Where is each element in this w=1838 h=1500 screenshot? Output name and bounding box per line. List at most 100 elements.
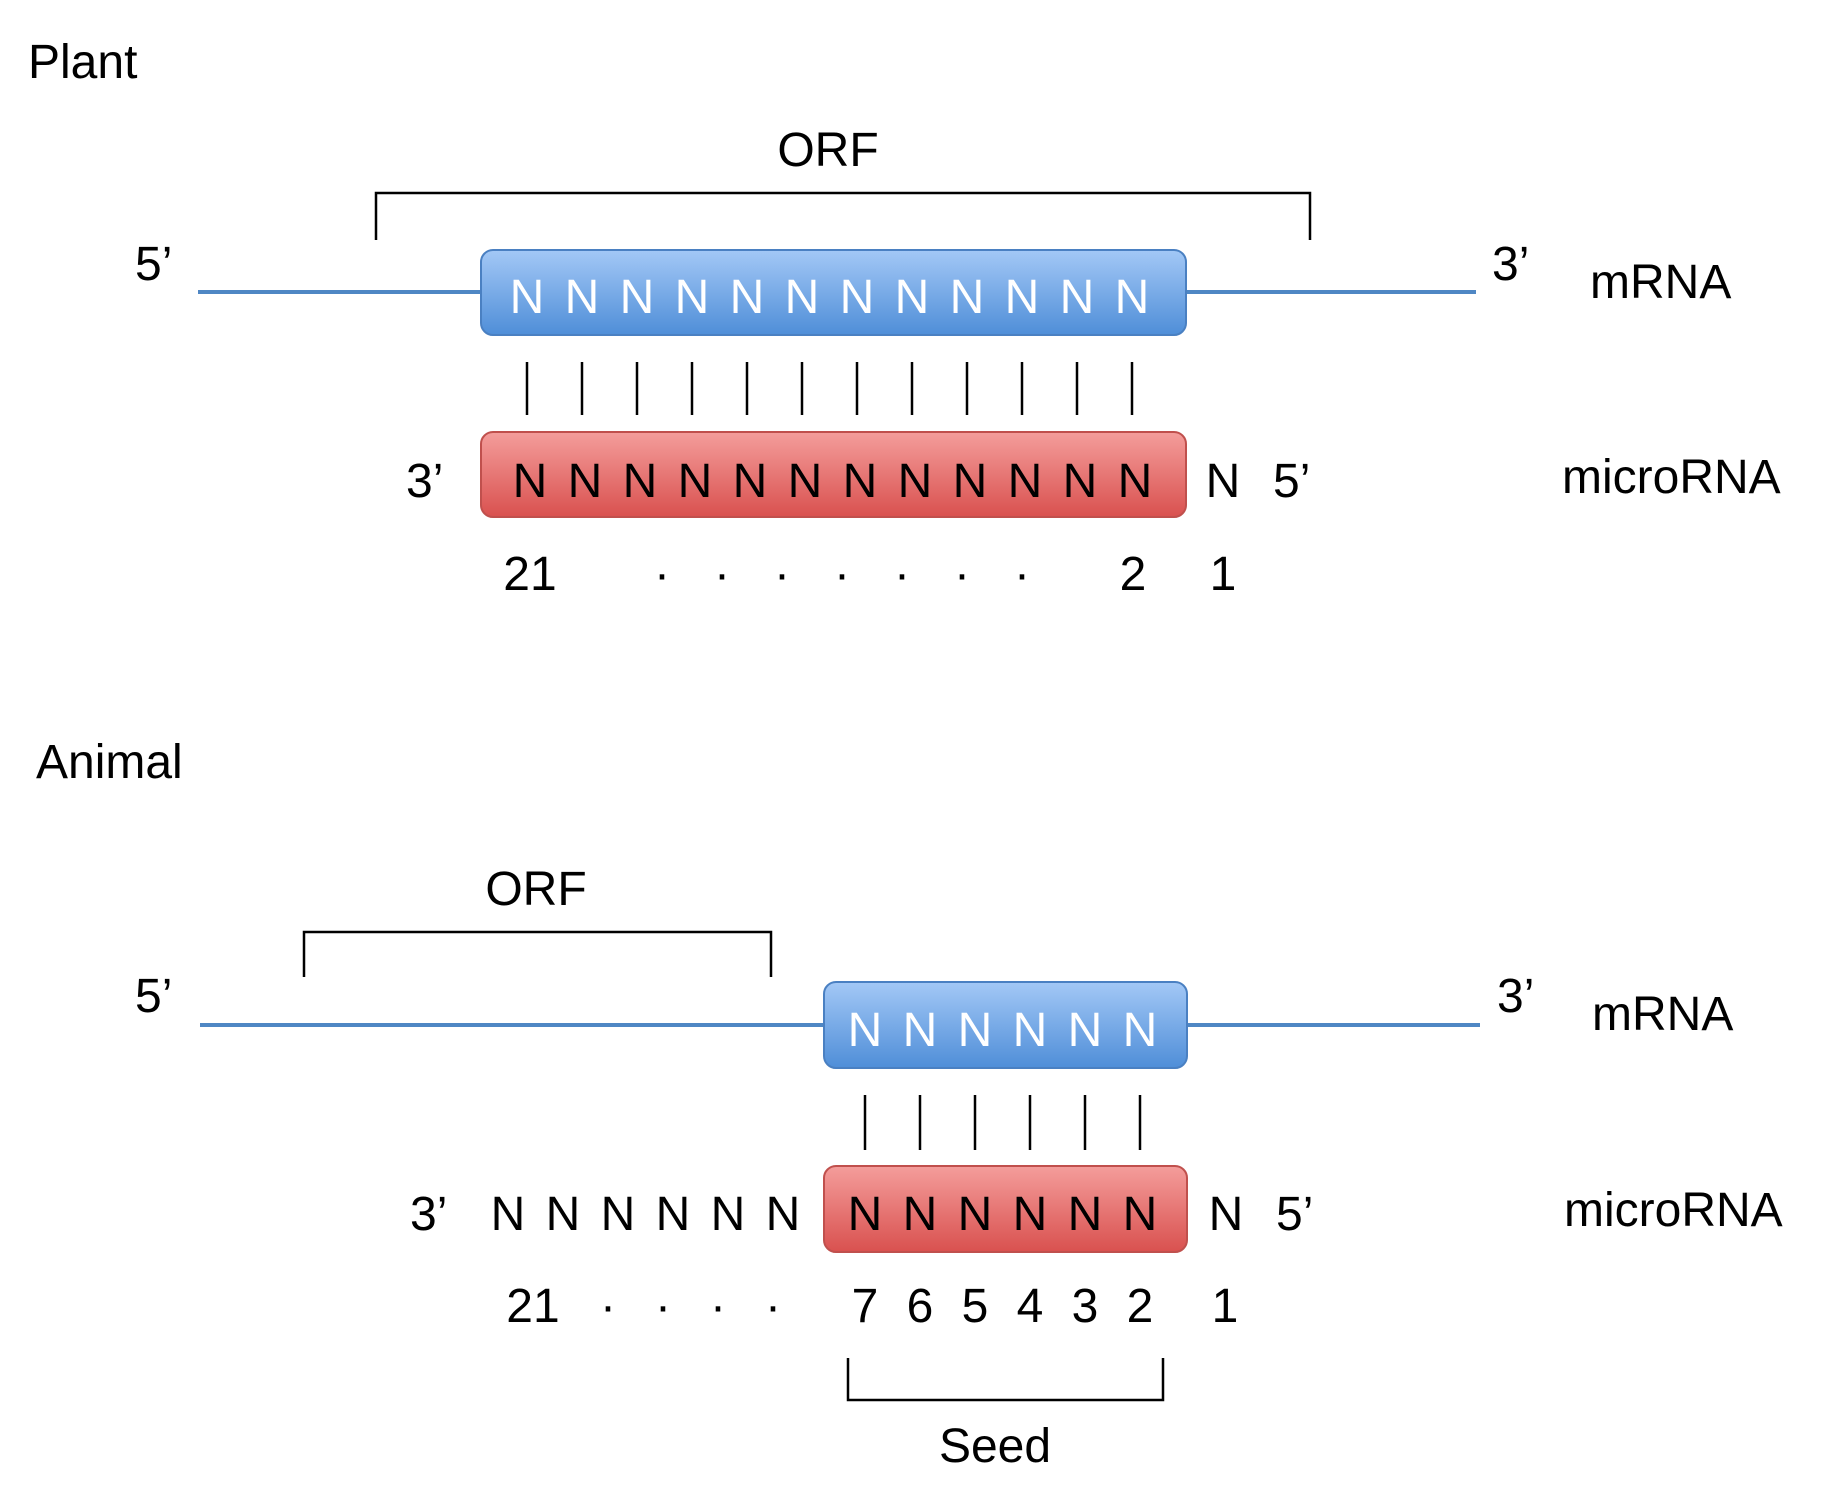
plant-mirna-3prime: 3’ [406, 455, 443, 508]
plant-mrna-nucleotide: N [1005, 271, 1040, 324]
animal-orf-label: ORF [485, 863, 586, 916]
animal-mirna-seed-nucleotide: N [958, 1188, 993, 1241]
animal-mirna-5prime: 5’ [1276, 1188, 1313, 1241]
plant-mrna-nucleotide: N [565, 271, 600, 324]
plant-mrna-nucleotide: N [950, 271, 985, 324]
plant-mirna-nucleotide: N [843, 455, 878, 508]
animal-seed-position: 7 [852, 1280, 879, 1333]
animal-mrna-nucleotide: N [903, 1004, 938, 1057]
animal-seed-position: 2 [1127, 1280, 1154, 1333]
animal-mirna-seed-nucleotide: N [903, 1188, 938, 1241]
plant-position-1: 1 [1210, 548, 1237, 601]
plant-orf-label: ORF [777, 124, 878, 177]
plant-position-dot: · [954, 548, 970, 601]
animal-mirna-seed-nucleotide: N [1123, 1188, 1158, 1241]
plant-mirna-nucleotide: N [788, 455, 823, 508]
animal-mirna-unpaired-nucleotide: N [656, 1188, 691, 1241]
plant-mirna-nucleotide: N [898, 455, 933, 508]
animal-mrna-target-box [823, 981, 1188, 1069]
plant-position-dot: · [774, 548, 790, 601]
plant-position-dots: ······· [654, 548, 1030, 601]
plant-mrna-nucleotide: N [785, 271, 820, 324]
animal-mirna-unpaired-nucleotide: N [491, 1188, 526, 1241]
plant-mirna-nucleotide: N [568, 455, 603, 508]
plant-mrna-nucleotide: N [895, 271, 930, 324]
plant-mirna-nucleotide: N [623, 455, 658, 508]
plant-mirna-nucleotide: N [953, 455, 988, 508]
plant-title: Plant [28, 36, 137, 89]
plant-mirna-box [480, 431, 1187, 518]
animal-seed-bracket [846, 1358, 1165, 1402]
animal-mirna-label: microRNA [1564, 1184, 1783, 1237]
plant-mrna-nucleotide: N [620, 271, 655, 324]
animal-mirna-seed-nucleotide: N [1068, 1188, 1103, 1241]
animal-position-dot: · [765, 1280, 781, 1333]
plant-mirna-nucleotide: N [513, 455, 548, 508]
animal-position-1: 1 [1212, 1280, 1239, 1333]
plant-mrna-target-box [480, 249, 1187, 336]
plant-mrna-nucleotide: N [730, 271, 765, 324]
animal-mirna-seed-nucleotide: N [1013, 1188, 1048, 1241]
plant-position-2: 2 [1120, 548, 1147, 601]
animal-title: Animal [36, 736, 183, 789]
plant-mrna-3prime: 3’ [1492, 238, 1529, 291]
animal-orf-bracket [302, 930, 773, 977]
plant-base-pair-lines [525, 362, 1134, 415]
plant-orf-bracket [374, 191, 1312, 240]
animal-position-dot: · [710, 1280, 726, 1333]
plant-mirna-nucleotide: N [733, 455, 768, 508]
animal-mrna-nucleotide: N [958, 1004, 993, 1057]
plant-mirna-label: microRNA [1562, 451, 1781, 504]
animal-mrna-nucleotide: N [1013, 1004, 1048, 1057]
plant-mrna-nucleotide: N [1115, 271, 1150, 324]
animal-seed-label: Seed [939, 1420, 1051, 1473]
plant-mirna-nucleotide: N [1118, 455, 1153, 508]
animal-mrna-nucleotide: N [1123, 1004, 1158, 1057]
plant-mrna-nucleotide: N [510, 271, 545, 324]
animal-mrna-label: mRNA [1592, 988, 1733, 1041]
animal-mrna-nucleotide: N [848, 1004, 883, 1057]
animal-mirna-seed-box [823, 1165, 1188, 1253]
plant-mirna-position1-nucleotide: N [1206, 455, 1241, 508]
animal-mirna-unpaired-nucleotide: N [546, 1188, 581, 1241]
plant-position-21: 21 [503, 548, 556, 601]
animal-mirna-3prime: 3’ [410, 1188, 447, 1241]
animal-position-21: 21 [506, 1280, 559, 1333]
animal-mrna-nucleotide: N [1068, 1004, 1103, 1057]
animal-mirna-unpaired-nucleotide: N [601, 1188, 636, 1241]
animal-mirna-position1-nucleotide: N [1209, 1188, 1244, 1241]
animal-seed-position: 6 [907, 1280, 934, 1333]
plant-position-dot: · [714, 548, 730, 601]
plant-mirna-nucleotide: N [678, 455, 713, 508]
plant-mirna-5prime: 5’ [1273, 455, 1310, 508]
animal-seed-position: 3 [1072, 1280, 1099, 1333]
plant-mirna-nucleotide: N [1008, 455, 1043, 508]
animal-position-dots: · · · · [600, 1280, 781, 1333]
animal-mirna-unpaired-nucleotide: N [711, 1188, 746, 1241]
plant-mirna-nucleotide: N [1063, 455, 1098, 508]
animal-position-dot: · [655, 1280, 671, 1333]
animal-mrna-5prime: 5’ [135, 970, 172, 1023]
animal-position-dot: · [600, 1280, 616, 1333]
animal-mrna-3prime: 3’ [1497, 970, 1534, 1023]
plant-position-dot: · [894, 548, 910, 601]
animal-mirna-seed-nucleotide: N [848, 1188, 883, 1241]
plant-position-dot: · [654, 548, 670, 601]
animal-base-pair-lines [863, 1095, 1142, 1150]
plant-mrna-nucleotide: N [675, 271, 710, 324]
plant-mrna-label: mRNA [1590, 256, 1731, 309]
plant-mrna-nucleotide: N [840, 271, 875, 324]
plant-mrna-nucleotide: N [1060, 271, 1095, 324]
plant-position-dot: · [834, 548, 850, 601]
animal-seed-position: 4 [1017, 1280, 1044, 1333]
